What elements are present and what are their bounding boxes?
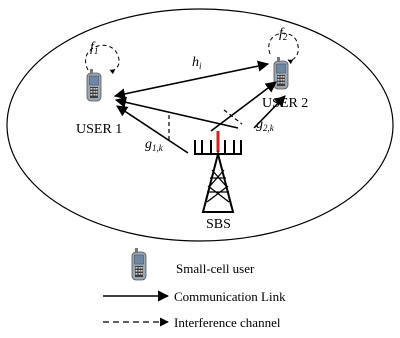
- feedback-label-user2: f2: [279, 26, 288, 42]
- legend-interf-label: Interference channel: [174, 315, 281, 330]
- channel-label-h: hi: [192, 55, 202, 71]
- cell-boundary: [6, 8, 394, 242]
- link-sbs-user2-b: [253, 95, 286, 129]
- sbs-label: SBS: [206, 217, 231, 232]
- user1-phone-icon: [86, 68, 102, 102]
- link-sbs-user1-a: [114, 96, 239, 129]
- user2-phone-icon: [273, 56, 289, 90]
- feedback-label-user1: f1: [90, 40, 99, 56]
- legend-user-icon: [131, 247, 147, 281]
- interference-user2: [223, 109, 243, 125]
- legend-user-label: Small-cell user: [176, 261, 255, 276]
- legend-comm-label: Communication Link: [174, 289, 286, 304]
- sbs-tower-icon: [194, 131, 242, 213]
- feedback-loop-user1: [85, 44, 120, 75]
- channel-label-g2: g2,k: [256, 117, 274, 133]
- user1-label: USER 1: [76, 122, 123, 137]
- link-sbs-user2: [210, 81, 277, 132]
- user2-label: USER 2: [262, 96, 309, 111]
- channel-label-g1: g1,k: [145, 137, 163, 153]
- link-sbs-user1-b: [116, 105, 189, 154]
- feedback-loop-user2: [268, 32, 299, 65]
- link-h-user1-user2: [113, 60, 270, 100]
